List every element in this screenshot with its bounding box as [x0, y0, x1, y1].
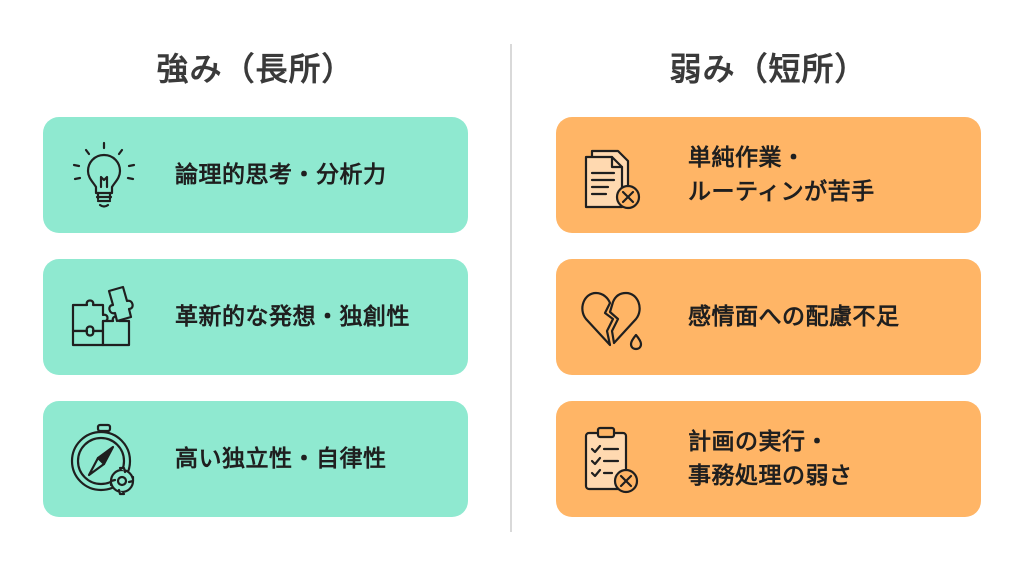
strength-card-logical-thinking: 論理的思考・分析力: [43, 117, 468, 233]
weakness-card-planning: 計画の実行・ 事務処理の弱さ: [556, 401, 981, 517]
strength-label: 革新的な発想・独創性: [175, 303, 410, 330]
weakness-card-routine: 単純作業・ ルーティンが苦手: [556, 117, 981, 233]
strength-card-innovation: 革新的な発想・独創性: [43, 259, 468, 375]
weakness-card-emotion: 感情面への配慮不足: [556, 259, 981, 375]
compass-gear-icon: [65, 421, 143, 499]
strength-label: 高い独立性・自律性: [175, 445, 387, 472]
broken-heart-icon: [574, 279, 652, 357]
strength-card-independence: 高い独立性・自律性: [43, 401, 468, 517]
weaknesses-title: 弱み（短所）: [669, 50, 868, 88]
lightbulb-icon: [65, 137, 143, 215]
document-x-icon: [574, 137, 652, 215]
weakness-label: 計画の実行・ 事務処理の弱さ: [688, 428, 853, 490]
weakness-label: 感情面への配慮不足: [688, 303, 900, 330]
clipboard-x-icon: [574, 421, 652, 499]
strength-label: 論理的思考・分析力: [175, 161, 387, 188]
strengths-title: 強み（長所）: [156, 50, 355, 88]
weakness-label: 単純作業・ ルーティンが苦手: [688, 144, 875, 206]
puzzle-icon: [65, 279, 143, 357]
column-divider: [510, 44, 512, 532]
